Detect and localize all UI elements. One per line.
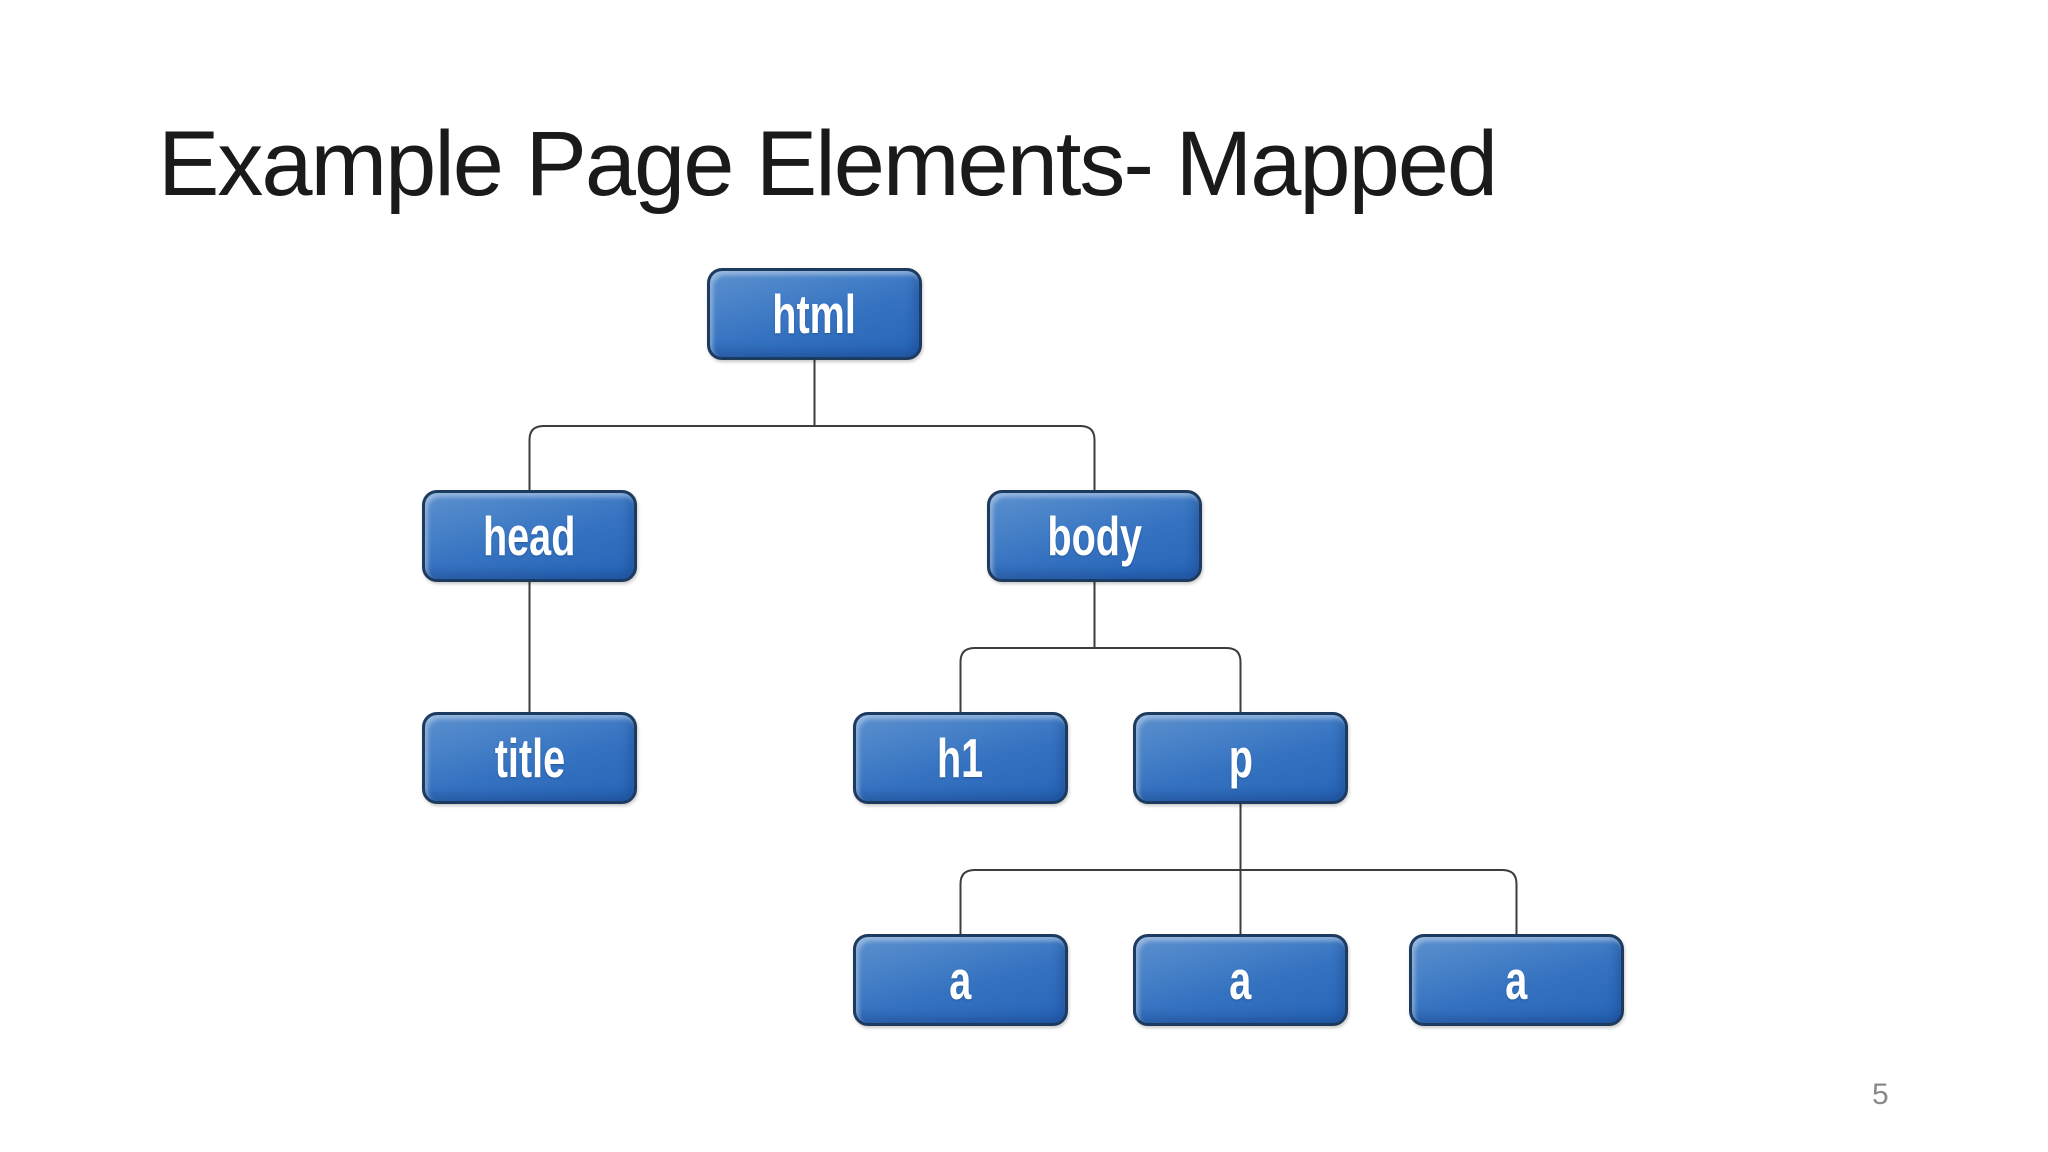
tree-node-label: html xyxy=(772,282,857,345)
tree-node-html: html xyxy=(707,268,922,360)
page-number: 5 xyxy=(1872,1078,1889,1111)
slide-title: Example Page Elements- Mapped xyxy=(158,113,1498,215)
tree-node-head: head xyxy=(422,490,637,582)
tree-node-label: a xyxy=(1229,948,1252,1011)
tree-node-label: h1 xyxy=(937,726,984,789)
tree-node-label: p xyxy=(1228,726,1253,789)
tree-node-a2: a xyxy=(1133,934,1348,1026)
tree-node-title: title xyxy=(422,712,637,804)
tree-node-label: body xyxy=(1047,504,1142,567)
tree-node-body: body xyxy=(987,490,1202,582)
tree-node-label: a xyxy=(1505,948,1528,1011)
tree-node-label: a xyxy=(949,948,972,1011)
tree-node-p: p xyxy=(1133,712,1348,804)
tree-node-a3: a xyxy=(1409,934,1624,1026)
tree-node-a1: a xyxy=(853,934,1068,1026)
tree-node-label: head xyxy=(483,504,576,567)
tree-node-label: title xyxy=(494,726,565,789)
tree-node-h1: h1 xyxy=(853,712,1068,804)
